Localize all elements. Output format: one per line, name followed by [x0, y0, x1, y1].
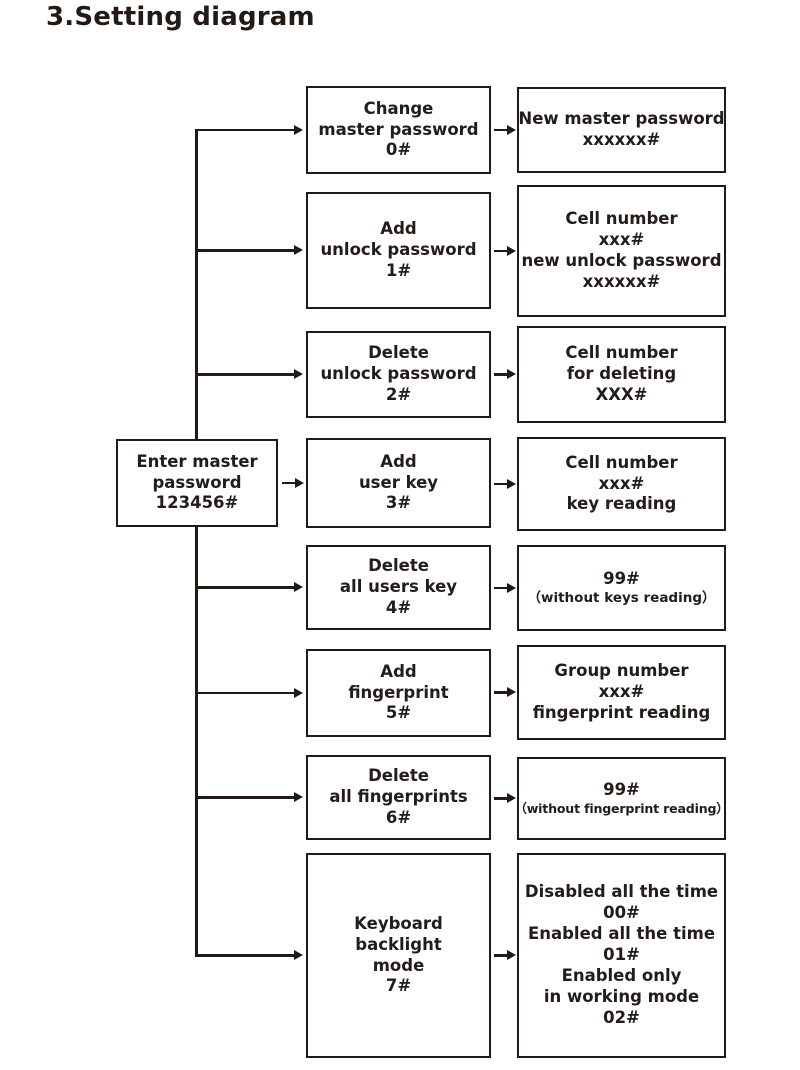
node-line: Enter master [136, 451, 258, 471]
node-delete-fingerprints-confirm: 99#（without fingerprint reading） [514, 757, 729, 840]
node-line: Group number [554, 661, 689, 681]
node-line: Keyboard [354, 913, 443, 933]
node-line: 3# [385, 493, 412, 513]
connector-branch [195, 796, 294, 799]
node-line: all users key [339, 577, 458, 597]
node-line: xxx# [598, 682, 645, 702]
node-line: for deleting [566, 364, 677, 384]
connector-trunk [195, 129, 198, 440]
arrow-head-icon [294, 245, 303, 255]
node-line: mode [372, 955, 425, 975]
node-line: 1# [385, 260, 412, 280]
node-line: 7# [385, 976, 412, 996]
node-line: fingerprint [348, 682, 449, 702]
node-line: Delete [368, 556, 429, 576]
node-line: Cell number [565, 452, 678, 472]
node-line: （without fingerprint reading） [514, 800, 729, 816]
arrow-head-icon [294, 369, 303, 379]
arrow-right-icon [494, 124, 516, 136]
arrow-right-icon [494, 478, 516, 490]
node-line: Add [380, 219, 417, 239]
node-line: 123456# [155, 493, 239, 513]
node-line: 02# [603, 1007, 640, 1027]
connector-branch [195, 249, 294, 252]
arrow-right-icon [494, 369, 516, 381]
node-line: Delete [368, 766, 429, 786]
arrow-right-icon [494, 687, 516, 699]
node-line: xxx# [598, 473, 645, 493]
node-line: xxx# [598, 230, 645, 250]
node-delete-keys-confirm: 99#（without keys reading） [517, 545, 726, 631]
node-line: Change [363, 98, 434, 118]
node-line: key reading [566, 494, 677, 514]
connector-branch [195, 128, 294, 132]
arrow-right-icon [494, 245, 516, 257]
arrow-right-icon [494, 793, 516, 805]
page-title: 3.Setting diagram [46, 2, 315, 32]
arrow-right-icon [494, 582, 516, 594]
connector-trunk [195, 526, 198, 957]
node-line: Add [380, 661, 417, 681]
arrow-head-icon [294, 687, 303, 698]
node-line: 01# [603, 945, 640, 965]
node-line: New master password [518, 109, 725, 129]
node-line: Cell number [565, 343, 678, 363]
node-line: 6# [385, 807, 412, 827]
node-line: 4# [385, 597, 412, 617]
node-line: 99# [603, 568, 640, 588]
node-line: Disabled all the time [524, 882, 719, 902]
node-line: xxxxxx# [582, 130, 661, 149]
node-line: password [152, 472, 242, 492]
node-line: Cell number [565, 209, 678, 229]
node-line: unlock password [320, 240, 477, 260]
arrow-head-icon [294, 124, 303, 135]
node-line: 0# [385, 140, 412, 160]
node-line: backlight [355, 934, 442, 954]
node-line: in working mode [543, 986, 700, 1006]
arrow-head-icon [294, 792, 303, 802]
connector-branch [195, 691, 294, 695]
node-line: xxxxxx# [582, 271, 661, 291]
arrow-head-icon [294, 950, 303, 960]
arrow-head-icon [294, 582, 303, 592]
connector-branch [195, 373, 294, 376]
node-line: Enabled all the time [527, 924, 716, 944]
node-line: Delete [368, 343, 429, 363]
node-line: （without keys reading） [527, 589, 716, 606]
node-line: 2# [385, 384, 412, 404]
connector-branch [195, 954, 294, 957]
node-line: unlock password [320, 364, 477, 384]
node-line: new unlock password [521, 251, 722, 270]
node-line: 5# [385, 703, 412, 723]
node-line: all fingerprints [329, 787, 468, 807]
node-line: fingerprint reading [532, 702, 711, 722]
node-line: Add [380, 451, 417, 471]
arrow-right-icon [282, 477, 304, 489]
node-line: 99# [603, 780, 640, 800]
node-line: 00# [603, 903, 640, 923]
arrow-right-icon [494, 950, 516, 962]
node-line: master password [318, 119, 479, 139]
node-line: Enabled only [561, 965, 682, 985]
node-line: XXX# [595, 384, 648, 404]
connector-branch [195, 586, 294, 589]
node-line: user key [358, 472, 439, 492]
